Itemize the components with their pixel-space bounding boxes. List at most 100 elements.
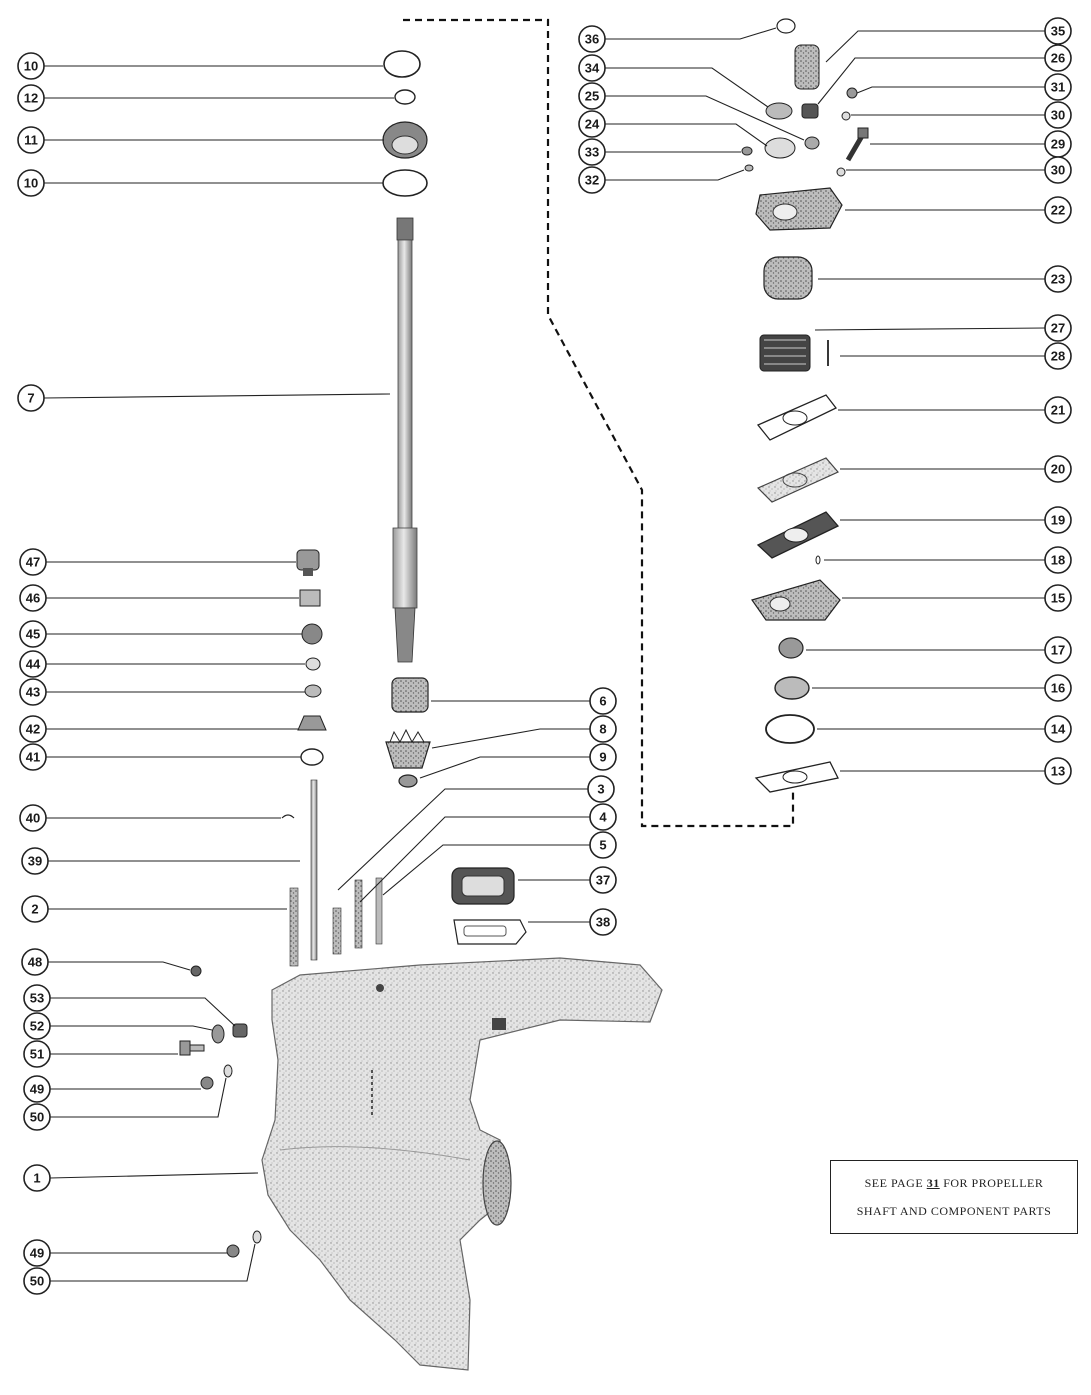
callout-c5: 5 — [589, 831, 617, 859]
callout-circle — [17, 126, 45, 154]
callout-c41: 41 — [19, 743, 47, 771]
part-32 — [744, 164, 754, 172]
callout-circle — [23, 1040, 51, 1068]
callout-label: 20 — [1051, 462, 1065, 477]
callout-circle — [19, 804, 47, 832]
callout-c16: 16 — [1044, 674, 1072, 702]
part-48 — [190, 965, 202, 977]
water-tube-part-35 — [794, 44, 820, 90]
seal-part-16 — [774, 676, 810, 700]
callout-label: 16 — [1051, 681, 1065, 696]
callout-circle — [589, 715, 617, 743]
nut-part-31 — [846, 87, 858, 99]
washer-part-50-lower — [252, 1230, 262, 1244]
callout-c26: 26 — [1044, 44, 1072, 72]
callout-label: 21 — [1051, 403, 1065, 418]
callout-c3: 3 — [587, 775, 615, 803]
callout-c37: 37 — [589, 866, 617, 894]
callout-label: 10 — [24, 59, 38, 74]
callout-c52: 52 — [23, 1012, 51, 1040]
callout-label: 37 — [596, 873, 610, 888]
callout-circle — [23, 1267, 51, 1295]
seal-part-37 — [451, 867, 515, 905]
callout-circle — [17, 84, 45, 112]
callout-label: 13 — [1051, 764, 1065, 779]
callout-c9: 9 — [589, 743, 617, 771]
callout-c34: 34 — [578, 54, 606, 82]
leader-line-c50b — [50, 1243, 256, 1282]
callout-circle — [23, 984, 51, 1012]
roller-bearing-part-6 — [391, 677, 429, 713]
insert-part-23 — [763, 256, 813, 300]
callout-label: 29 — [1051, 137, 1065, 152]
gasket-part-38 — [453, 919, 527, 945]
callout-label: 50 — [30, 1274, 44, 1289]
note-line-2: SHAFT AND COMPONENT PARTS — [856, 1204, 1052, 1218]
callout-c43: 43 — [19, 678, 47, 706]
stud-part-3 — [332, 907, 342, 955]
callout-circle — [19, 584, 47, 612]
callout-c19: 19 — [1044, 506, 1072, 534]
callout-c42: 42 — [19, 715, 47, 743]
callout-circle — [21, 948, 49, 976]
callout-label: 24 — [585, 117, 600, 132]
note-page-link[interactable]: 31 — [926, 1176, 940, 1190]
seal-part-24 — [764, 137, 796, 159]
leader-line-c53 — [50, 997, 236, 1027]
impeller-part-27 — [759, 334, 811, 372]
callout-label: 30 — [1051, 163, 1065, 178]
callout-circle — [19, 548, 47, 576]
callout-c45: 45 — [19, 620, 47, 648]
callout-circle — [578, 25, 606, 53]
callout-c23: 23 — [1044, 265, 1072, 293]
part-33 — [741, 146, 753, 156]
callout-label: 30 — [1051, 108, 1065, 123]
callout-circle — [587, 775, 615, 803]
callout-circle — [19, 620, 47, 648]
callout-label: 53 — [30, 991, 44, 1006]
callout-circle — [589, 908, 617, 936]
leader-line-c32 — [605, 169, 745, 181]
note-text-pre: SEE PAGE — [864, 1176, 924, 1190]
note-text-post: FOR PROPELLER — [943, 1176, 1044, 1190]
callout-circle — [1044, 674, 1072, 702]
callout-circle — [1044, 101, 1072, 129]
callout-c46: 46 — [19, 584, 47, 612]
callout-circle — [578, 82, 606, 110]
callout-label: 8 — [599, 722, 606, 737]
callout-c15: 15 — [1044, 584, 1072, 612]
leader-line-c24 — [605, 123, 768, 147]
callout-circle — [23, 1075, 51, 1103]
stud-part-4 — [354, 879, 363, 949]
callout-c49b: 49 — [23, 1239, 51, 1267]
propeller-note-box: SEE PAGE 31 FOR PROPELLER SHAFT AND COMP… — [830, 1160, 1078, 1234]
callout-c18: 18 — [1044, 546, 1072, 574]
callout-label: 52 — [30, 1019, 44, 1034]
callout-label: 9 — [599, 750, 606, 765]
leader-line-c36 — [605, 27, 777, 40]
callout-circle — [1044, 636, 1072, 664]
callout-label: 49 — [30, 1082, 44, 1097]
callout-label: 32 — [585, 173, 599, 188]
leader-line-c5 — [382, 844, 590, 896]
shift-part-46 — [299, 589, 321, 607]
callout-circle — [1044, 17, 1072, 45]
callout-c40: 40 — [19, 804, 47, 832]
pin-part-18 — [815, 555, 821, 565]
washer-part-50-upper — [223, 1064, 233, 1078]
callout-label: 42 — [26, 722, 40, 737]
callout-c35: 35 — [1044, 17, 1072, 45]
leader-line-c4 — [359, 816, 590, 903]
o-ring-part-12 — [394, 89, 416, 105]
o-ring-part-41 — [300, 748, 324, 766]
callout-label: 25 — [585, 89, 599, 104]
callout-c30a: 30 — [1044, 101, 1072, 129]
leader-line-c27 — [814, 327, 1046, 331]
part-53 — [232, 1023, 248, 1038]
pin-part-40 — [281, 814, 295, 819]
callout-label: 38 — [596, 915, 610, 930]
callout-label: 43 — [26, 685, 40, 700]
callout-label: 26 — [1051, 51, 1065, 66]
callout-label: 7 — [27, 391, 34, 406]
plug-part-49-upper — [200, 1076, 214, 1090]
